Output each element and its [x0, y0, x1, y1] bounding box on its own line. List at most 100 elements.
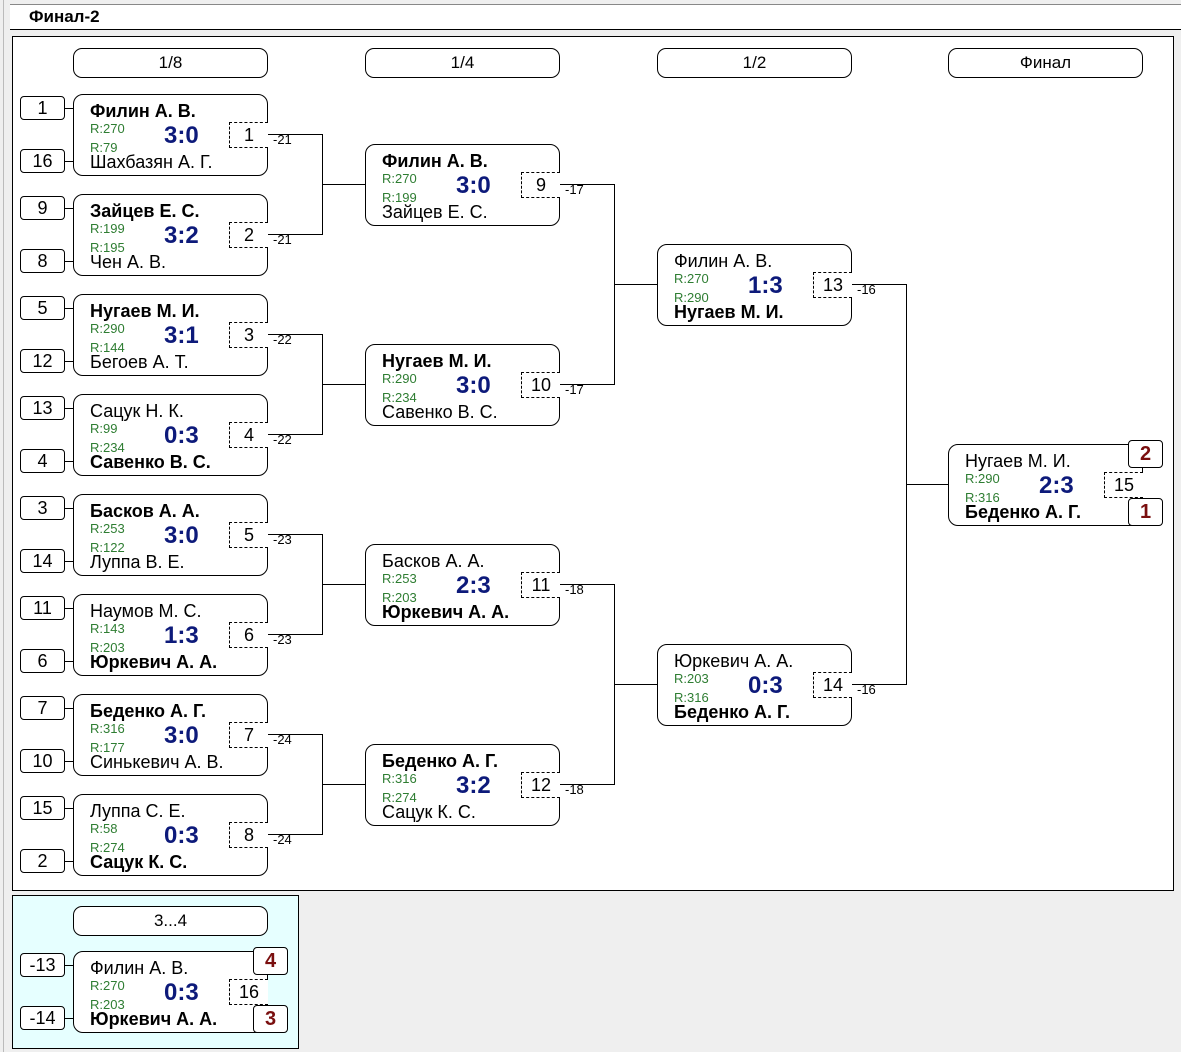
player-rating: R:203	[90, 997, 125, 1012]
player: Шахбазян А. Г.	[90, 152, 213, 172]
player-rating: R:270	[382, 171, 417, 186]
player-rating: R:177	[90, 740, 125, 755]
player-winner: Юркевич А. А.	[382, 602, 510, 622]
player-rating: R:274	[382, 790, 417, 805]
connector-line	[906, 484, 948, 485]
connector-line	[65, 608, 73, 609]
player-rating: R:195	[90, 240, 125, 255]
player: Луппа С. Е.	[90, 801, 186, 821]
player-rating: R:316	[90, 721, 125, 736]
player-winner: Басков А. А.	[90, 501, 200, 521]
seed-box: 3	[20, 496, 65, 520]
player-rating: R:253	[382, 571, 417, 586]
player-rating: R:144	[90, 340, 125, 355]
connector-line	[65, 861, 73, 862]
seed-box: 8	[20, 249, 65, 273]
loser-destination: -23	[273, 632, 292, 647]
round-header-1-4: 1/4	[365, 48, 560, 78]
player-rating: R:270	[674, 271, 709, 286]
player-rating: R:270	[90, 978, 125, 993]
player: Филин А. В.	[674, 251, 773, 271]
match-number: 4	[229, 422, 268, 448]
connector-line	[65, 761, 73, 762]
player: Филин А. В.	[90, 958, 189, 978]
window-left-edge	[3, 0, 4, 1052]
match-number: 1	[229, 122, 268, 148]
place-badge: 3	[253, 1005, 288, 1033]
player-rating: R:290	[965, 471, 1000, 486]
match-number: 15	[1104, 472, 1143, 498]
connector-line	[268, 734, 322, 735]
seed-box: 14	[20, 549, 65, 573]
player: Басков А. А.	[382, 551, 485, 571]
connector-line	[268, 234, 322, 235]
connector-line	[65, 1018, 73, 1019]
loser-destination: -21	[273, 132, 292, 147]
connector-line	[65, 561, 73, 562]
connector-line	[560, 784, 614, 785]
player-winner: Нугаев М. И.	[382, 351, 492, 371]
loser-destination: -24	[273, 732, 292, 747]
match-number: 9	[521, 172, 560, 198]
match-score: 3:0	[164, 722, 199, 749]
loser-destination: -16	[857, 282, 876, 297]
player: Сацук Н. К.	[90, 401, 184, 421]
seed-box: -13	[20, 953, 65, 977]
player-rating: R:253	[90, 521, 125, 536]
connector-line	[65, 661, 73, 662]
seed-box: 7	[20, 696, 65, 720]
loser-destination: -17	[565, 182, 584, 197]
player-winner: Беденко А. Г.	[382, 751, 498, 771]
connector-line	[322, 184, 365, 185]
player-rating: R:234	[382, 390, 417, 405]
connector-line	[560, 584, 614, 585]
loser-destination: -21	[273, 232, 292, 247]
match-score: 3:0	[456, 172, 491, 199]
loser-destination: -16	[857, 682, 876, 697]
player-rating: R:290	[382, 371, 417, 386]
player-rating: R:143	[90, 621, 125, 636]
place-badge: 4	[253, 947, 288, 975]
connector-line	[65, 965, 73, 966]
connector-line	[65, 261, 73, 262]
seed-box: 13	[20, 396, 65, 420]
player: Юркевич А. А.	[674, 651, 794, 671]
seed-box: 11	[20, 596, 65, 620]
player-winner: Филин А. В.	[382, 151, 488, 171]
connector-line	[65, 361, 73, 362]
player: Чен А. В.	[90, 252, 166, 272]
seed-box: 12	[20, 349, 65, 373]
connector-line	[614, 684, 657, 685]
connector-line	[65, 161, 73, 162]
round-header-1-8: 1/8	[73, 48, 268, 78]
player: Савенко В. С.	[382, 402, 498, 422]
player: Зайцев Е. С.	[382, 202, 488, 222]
loser-destination: -22	[273, 432, 292, 447]
player-winner: Беденко А. Г.	[90, 701, 206, 721]
player-rating: R:99	[90, 421, 118, 436]
connector-line	[614, 284, 657, 285]
connector-line	[852, 684, 906, 685]
seed-box: 9	[20, 196, 65, 220]
player-rating: R:234	[90, 440, 125, 455]
connector-line	[560, 384, 614, 385]
player: Луппа В. Е.	[90, 552, 185, 572]
player: Наумов М. С.	[90, 601, 202, 621]
connector-line	[322, 584, 365, 585]
